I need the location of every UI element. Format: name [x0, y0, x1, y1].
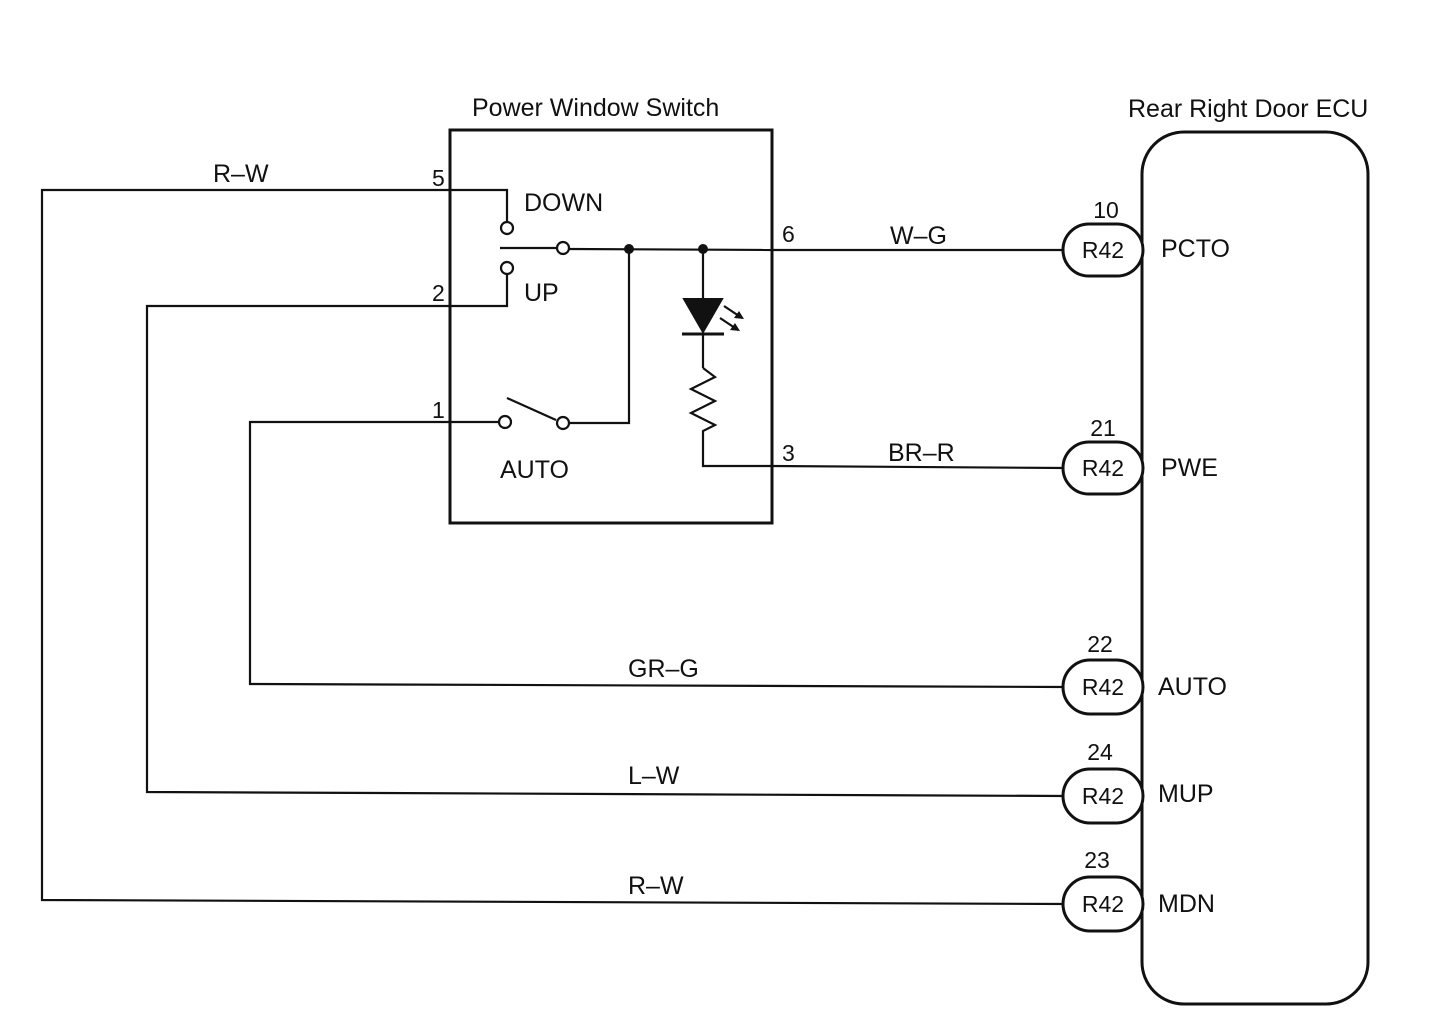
wire-label-pcto: W–G: [890, 222, 947, 250]
connector-code: R42: [1082, 891, 1124, 917]
switch-pin-5: 5: [432, 165, 445, 191]
ecu-signal-mdn: MDN: [1158, 890, 1215, 918]
switch-label-auto: AUTO: [500, 456, 569, 484]
ecu-title: Rear Right Door ECU: [1128, 95, 1368, 123]
switch-label-up: UP: [524, 279, 559, 307]
connector-auto: R42 22 AUTO: [1061, 631, 1227, 716]
ecu-signal-pwe: PWE: [1161, 454, 1218, 482]
connector-code: R42: [1082, 674, 1124, 700]
connector-pin: 10: [1093, 197, 1119, 223]
switch-pin-3: 3: [782, 440, 795, 466]
wire-mdn: [40, 188, 1066, 906]
wire-pwe: [771, 464, 1066, 470]
switch-pin-6: 6: [782, 221, 795, 247]
ecu-body: [1140, 130, 1370, 1006]
ecu-signal-mup: MUP: [1158, 780, 1214, 808]
connector-mup: R42 24 MUP: [1061, 739, 1214, 825]
connector-code: R42: [1082, 783, 1124, 809]
ecu-signal-pcto: PCTO: [1161, 235, 1230, 263]
wire-mup: [145, 304, 1066, 798]
switch-label-down: DOWN: [524, 189, 603, 217]
connector-pin: 22: [1087, 631, 1113, 657]
wire-auto: [248, 420, 1066, 689]
connector-mdn: R42 23 MDN: [1061, 847, 1215, 933]
connector-pin: 24: [1087, 739, 1113, 765]
ecu-signal-auto: AUTO: [1158, 673, 1227, 701]
wire-label-mup: L–W: [628, 762, 680, 790]
connector-code: R42: [1082, 455, 1124, 481]
wire-label-mdn: R–W: [628, 872, 684, 900]
switch-pin-1: 1: [432, 397, 445, 423]
connector-pin: 21: [1090, 415, 1116, 441]
wire-label-pwe: BR–R: [888, 439, 955, 467]
connector-pwe: R42 21 PWE: [1061, 415, 1218, 496]
switch-body: [448, 128, 774, 525]
changeover-switch: [450, 188, 773, 308]
wire-label-auto: GR–G: [628, 655, 699, 683]
switch-pin-2: 2: [432, 280, 445, 306]
connector-pin: 23: [1084, 847, 1110, 873]
resistor: [688, 367, 772, 468]
indicator-led: [682, 249, 744, 368]
switch-title: Power Window Switch: [472, 94, 719, 122]
connector-pcto: R42 10 PCTO: [1061, 197, 1230, 278]
auto-switch: [450, 249, 631, 431]
connector-code: R42: [1082, 237, 1124, 263]
wire-label-top-rw: R–W: [213, 160, 269, 188]
